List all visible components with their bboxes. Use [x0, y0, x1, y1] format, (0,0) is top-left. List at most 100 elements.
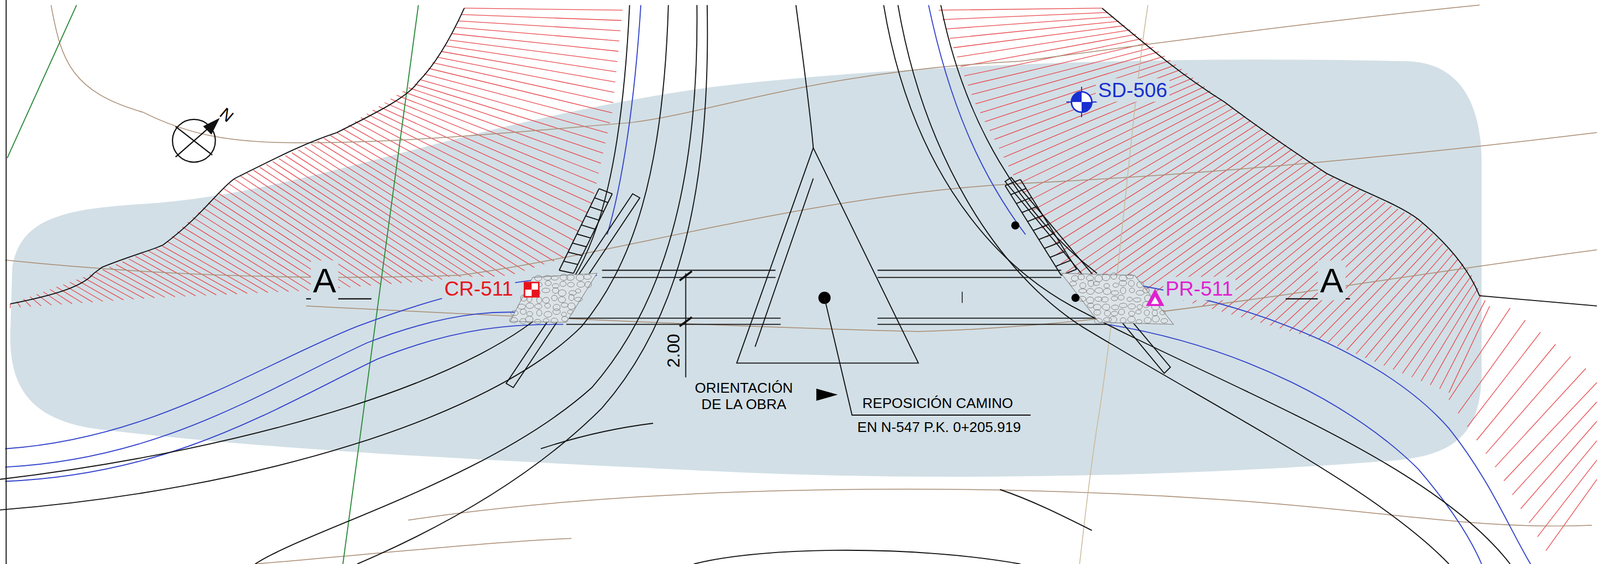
stone — [534, 303, 542, 309]
stone — [520, 318, 527, 325]
hatch-line — [1430, 294, 1482, 386]
road-edge — [255, 4, 698, 564]
stone — [576, 274, 584, 282]
north-line — [175, 126, 213, 155]
stone — [1111, 296, 1118, 301]
stream-line — [4, 324, 564, 482]
contour-lines — [4, 4, 1597, 564]
stone — [510, 310, 519, 316]
stone — [1142, 287, 1150, 294]
culvert-wall — [877, 324, 1108, 326]
hatch-line — [372, 110, 588, 213]
stream-lines — [4, 4, 1531, 564]
plan-label: EN N-547 P.K. 0+205.919 — [855, 419, 1024, 436]
stone — [543, 275, 552, 281]
hatch-line — [449, 39, 618, 62]
road-edge — [694, 550, 1021, 564]
hatch-line — [1027, 99, 1222, 202]
hatch-line — [1299, 218, 1418, 334]
culvert — [505, 147, 1170, 388]
stone — [1111, 290, 1119, 296]
stone — [1094, 288, 1103, 294]
hatch-line — [1279, 212, 1405, 329]
leader-line — [824, 297, 1031, 416]
hatch-line — [1308, 223, 1423, 337]
stone — [567, 309, 573, 315]
hatch-line — [445, 45, 617, 73]
survey-symbol — [1145, 288, 1165, 307]
stair-line — [559, 188, 600, 271]
hatch-line — [366, 114, 584, 223]
plan-label: CR-511 — [442, 277, 516, 301]
hatch-line — [1346, 243, 1443, 351]
stone — [552, 288, 559, 294]
pit-fill — [531, 289, 539, 297]
dimension-line — [685, 273, 687, 378]
hatch-line — [291, 152, 485, 278]
stone — [1112, 283, 1119, 288]
plan-label: A — [1317, 260, 1346, 301]
stone — [1120, 287, 1126, 295]
culvert-wall — [877, 277, 1062, 279]
slope-crest — [10, 8, 465, 304]
stone — [1101, 273, 1110, 281]
stair-line — [1022, 206, 1038, 213]
hatch-line — [1046, 116, 1246, 237]
plan-label: 2.00 — [663, 331, 684, 370]
hatch-line — [1056, 124, 1257, 255]
hatch-line — [396, 95, 599, 174]
stone — [1103, 317, 1112, 322]
pit-square — [524, 282, 539, 297]
stone — [543, 318, 549, 324]
stone — [551, 276, 559, 281]
stone — [560, 302, 569, 308]
traffic-island — [755, 178, 814, 348]
hatch-line — [161, 245, 248, 294]
stone — [1137, 304, 1143, 310]
reference-dot — [1011, 221, 1020, 230]
stone — [1101, 296, 1109, 303]
stone — [1078, 288, 1087, 294]
stone — [1086, 288, 1095, 295]
stream-line — [4, 312, 567, 468]
stair-line — [585, 216, 600, 221]
stair-line — [1055, 260, 1071, 267]
hatch-line — [1503, 382, 1597, 481]
hatch-line — [464, 8, 623, 11]
stone — [551, 295, 558, 301]
hatch-line — [384, 102, 595, 194]
hatch-line — [994, 69, 1182, 140]
hatch-line — [1383, 264, 1464, 366]
hatch-line — [317, 141, 525, 271]
road-edge — [357, 4, 708, 564]
stair-line — [1010, 188, 1026, 195]
hatch-line — [1467, 332, 1541, 427]
hatch-line — [419, 79, 608, 134]
hatch-line — [198, 212, 320, 290]
grid-line — [7, 4, 77, 158]
stone — [576, 281, 585, 288]
hatch-line — [378, 106, 593, 204]
stone — [1125, 274, 1134, 279]
hatch-line — [1051, 120, 1251, 247]
stone — [517, 304, 526, 310]
plan-label: REPOSICIÓN CAMINO — [860, 395, 1016, 412]
hatch-line — [1393, 269, 1468, 370]
hatch-line — [278, 158, 464, 279]
stream-line — [4, 275, 597, 450]
stone — [1136, 281, 1144, 288]
stone — [567, 302, 576, 310]
hatch-line — [1411, 281, 1476, 378]
stair-line — [1027, 215, 1043, 222]
contour-line — [306, 249, 1597, 332]
culvert-wall — [566, 317, 781, 319]
stone — [1071, 275, 1079, 282]
stone — [575, 289, 581, 294]
stone — [1093, 309, 1101, 316]
stone — [574, 297, 583, 302]
riprap — [509, 272, 1174, 325]
hatch-line — [1289, 215, 1411, 332]
borehole-circle — [1071, 91, 1092, 112]
